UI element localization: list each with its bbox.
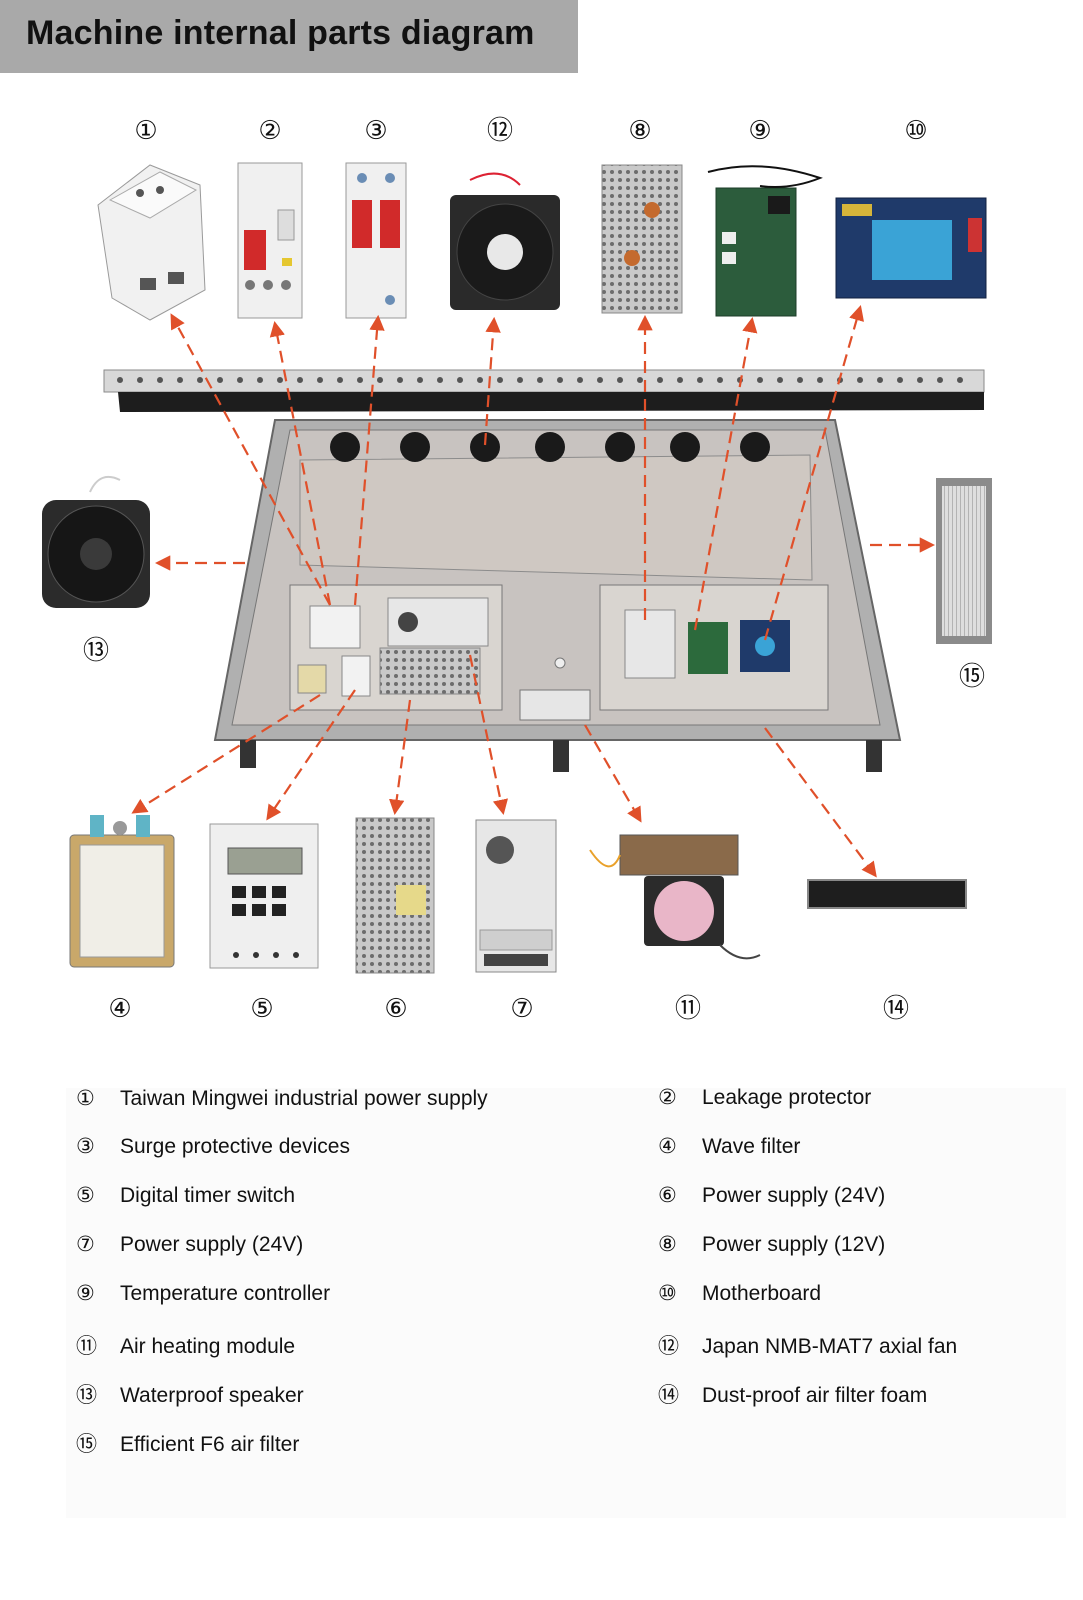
- arrow-10: [763, 305, 865, 641]
- legend-number: ⑥: [658, 1183, 677, 1207]
- legend-number: ①: [76, 1086, 95, 1110]
- legend-item-15: ⑮ Efficient F6 air filter: [76, 1428, 299, 1458]
- machine-enclosure: [103, 369, 985, 772]
- legend-number: ⑨: [76, 1281, 95, 1305]
- pointer-arrows: [131, 305, 936, 878]
- callout-10: ⑩: [904, 116, 928, 146]
- legend-label: Power supply (24V): [120, 1233, 304, 1256]
- legend-label: Surge protective devices: [120, 1135, 350, 1158]
- dust-filter-foam-part: [807, 879, 967, 909]
- arrow-7: [468, 654, 509, 816]
- speaker-part: [42, 476, 150, 608]
- legend-number: ⑩: [658, 1281, 677, 1305]
- legend-label: Motherboard: [702, 1282, 822, 1305]
- legend-label: Leakage protector: [702, 1086, 872, 1109]
- arrow-14: [764, 727, 877, 878]
- arrow-9: [693, 316, 758, 631]
- legend-number: ⑤: [76, 1183, 95, 1207]
- legend-item-6: ⑥ Power supply (24V): [658, 1183, 885, 1208]
- legend-panel: [66, 1088, 1066, 1518]
- legend-number: ⑬: [76, 1383, 97, 1407]
- callout-3: ③: [364, 116, 388, 146]
- legend-label: Temperature controller: [120, 1282, 331, 1305]
- arrow-2: [269, 320, 332, 606]
- air-heating-module-part: [589, 834, 761, 960]
- callout-5: ⑤: [250, 994, 274, 1024]
- callout-8: ⑧: [628, 116, 652, 146]
- legend-label: Power supply (12V): [702, 1233, 886, 1256]
- legend-label: Taiwan Mingwei industrial power supply: [120, 1087, 488, 1110]
- power-supply-12v-part: [601, 164, 683, 314]
- power-supply-24v-a-part: [355, 817, 435, 974]
- legend-label: Waterproof speaker: [120, 1384, 304, 1407]
- leakage-protector-part: [237, 162, 303, 319]
- f6-air-filter-part: [936, 478, 992, 644]
- callout-6: ⑥: [384, 994, 408, 1024]
- legend-item-12: ⑫ Japan NMB-MAT7 axial fan: [658, 1330, 957, 1360]
- legend-label: Digital timer switch: [120, 1184, 296, 1207]
- legend-number: ④: [658, 1134, 677, 1158]
- legend-item-5: ⑤ Digital timer switch: [76, 1183, 295, 1208]
- legend-item-4: ④ Wave filter: [658, 1134, 800, 1159]
- callout-11: ⑪: [674, 994, 701, 1024]
- power-supply-24v-b-part: [475, 819, 557, 973]
- legend-number: ②: [658, 1085, 677, 1109]
- motherboard-part: [835, 197, 987, 299]
- timer-switch-part: [209, 823, 319, 969]
- legend-number: ③: [76, 1134, 95, 1158]
- arrow-5: [266, 689, 356, 821]
- callout-15: ⑮: [958, 662, 985, 692]
- legend-number: ⑦: [76, 1232, 95, 1256]
- legend-item-10: ⑩ Motherboard: [658, 1281, 821, 1306]
- callout-2: ②: [258, 116, 282, 146]
- arrow-1: [170, 313, 331, 606]
- legend-item-8: ⑧ Power supply (12V): [658, 1232, 885, 1257]
- legend-item-2: ② Leakage protector: [658, 1085, 871, 1110]
- legend-label: Dust-proof air filter foam: [702, 1384, 928, 1407]
- legend-label: Efficient F6 air filter: [120, 1433, 300, 1456]
- legend-item-14: ⑭ Dust-proof air filter foam: [658, 1379, 927, 1409]
- legend-label: Wave filter: [702, 1135, 801, 1158]
- legend-item-3: ③ Surge protective devices: [76, 1134, 350, 1159]
- callout-14: ⑭: [882, 994, 909, 1024]
- legend-item-9: ⑨ Temperature controller: [76, 1281, 330, 1306]
- legend-label: Air heating module: [120, 1335, 296, 1358]
- legend-item-7: ⑦ Power supply (24V): [76, 1232, 303, 1257]
- callout-13: ⑬: [82, 636, 109, 666]
- arrow-12: [483, 316, 501, 446]
- callout-7: ⑦: [510, 994, 534, 1024]
- legend-item-11: ⑪ Air heating module: [76, 1330, 295, 1360]
- legend-number: ⑮: [76, 1432, 97, 1456]
- legend-number: ⑭: [658, 1383, 679, 1407]
- power-socket-part: [97, 164, 206, 321]
- legend-number: ⑫: [658, 1334, 679, 1358]
- page-title: Machine internal parts diagram: [26, 14, 535, 52]
- callout-1: ①: [134, 116, 158, 146]
- surge-protector-part: [345, 162, 407, 319]
- title-banner: Machine internal parts diagram: [0, 0, 578, 73]
- legend-label: Japan NMB-MAT7 axial fan: [702, 1335, 958, 1358]
- legend-number: ⑪: [76, 1334, 97, 1358]
- legend-item-1: ① Taiwan Mingwei industrial power supply: [76, 1086, 488, 1111]
- legend-number: ⑧: [658, 1232, 677, 1256]
- callout-4: ④: [108, 994, 132, 1024]
- wave-filter-part: [69, 815, 175, 968]
- callout-12: ⑫: [486, 116, 513, 146]
- arrow-3: [353, 314, 385, 606]
- temperature-controller-part: [707, 165, 823, 317]
- axial-fan-part: [450, 172, 560, 310]
- legend-item-13: ⑬ Waterproof speaker: [76, 1379, 304, 1409]
- machine-illustration: [42, 162, 992, 974]
- legend-label: Power supply (24V): [702, 1184, 886, 1207]
- callout-9: ⑨: [748, 116, 772, 146]
